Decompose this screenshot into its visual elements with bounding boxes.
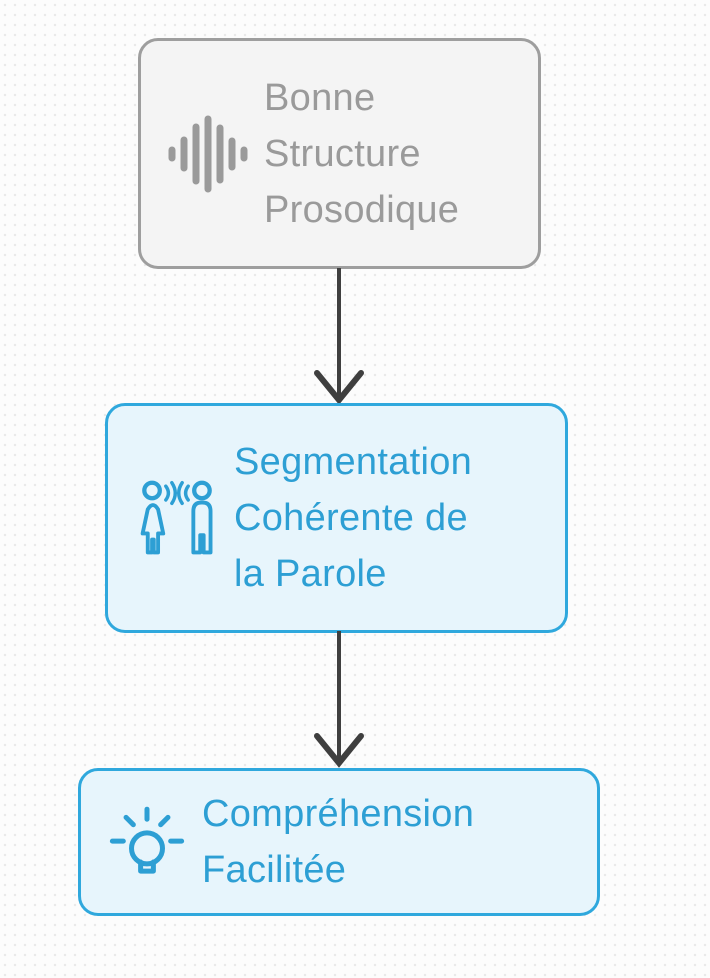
arrow-segmentation-to-comprehension xyxy=(314,631,364,768)
node-label-line: la Parole xyxy=(234,553,387,595)
node-comprehension-facilitee: Compréhension Facilitée xyxy=(78,768,600,916)
waveform-icon xyxy=(168,115,248,192)
lightbulb-icon xyxy=(109,806,185,874)
node-label-line: Cohérente de xyxy=(234,497,468,539)
node-bonne-structure-prosodique: Bonne Structure Prosodique xyxy=(138,38,541,269)
node-label-line: Structure xyxy=(264,132,421,175)
node-label-line: Compréhension xyxy=(202,793,475,835)
node-label-line: Bonne xyxy=(264,76,376,119)
node-label: Compréhension Facilitée xyxy=(202,786,474,898)
node-label-line: Segmentation xyxy=(234,441,473,483)
arrow-prosodique-to-segmentation xyxy=(314,268,364,405)
node-label-line: Facilitée xyxy=(202,849,347,891)
node-label-line: Prosodique xyxy=(264,188,460,231)
node-segmentation-coherente: Segmentation Cohérente de la Parole xyxy=(105,403,568,633)
node-label: Bonne Structure Prosodique xyxy=(264,70,459,238)
conversation-icon xyxy=(140,480,213,555)
node-label: Segmentation Cohérente de la Parole xyxy=(234,434,472,602)
